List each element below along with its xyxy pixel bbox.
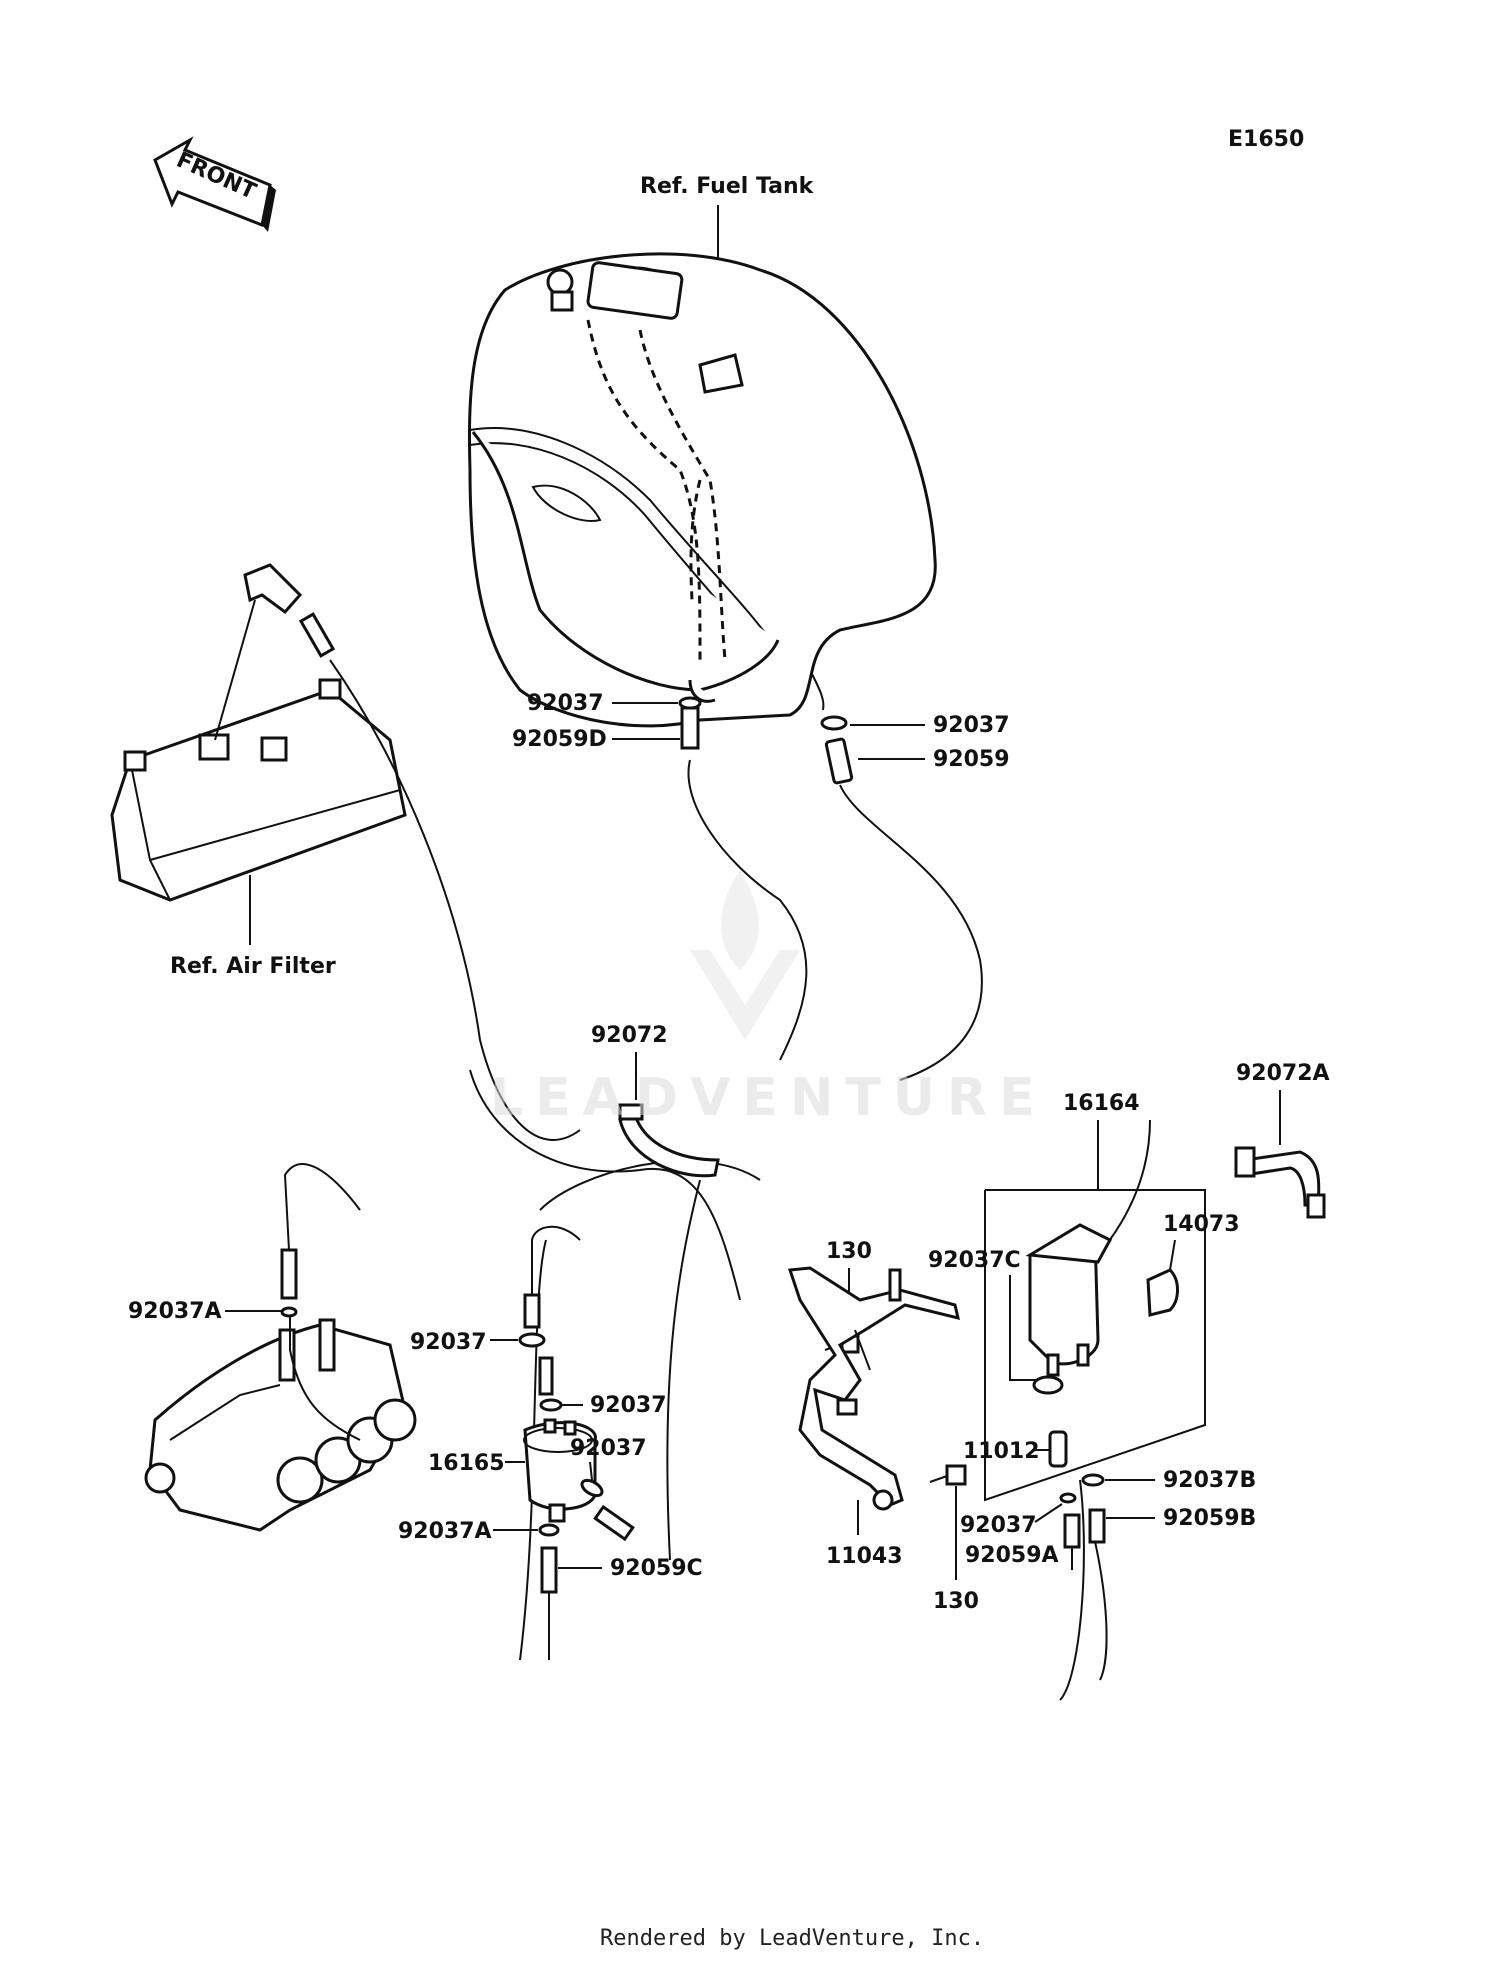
label-92059d: 92059D	[512, 727, 607, 752]
label-92072: 92072	[591, 1023, 668, 1048]
label-92037a-left: 92037A	[128, 1299, 222, 1324]
frame-outline-left	[469, 1069, 741, 1301]
footer-credit: Rendered by LeadVenture, Inc.	[600, 1926, 984, 1951]
bolt-130-bottom-icon	[929, 1464, 967, 1486]
clamp-92037a-pump-icon	[538, 1523, 560, 1537]
vent-hose	[329, 659, 581, 1141]
air-filter-drawing	[110, 563, 407, 902]
label-92037c: 92037C	[928, 1248, 1021, 1273]
label-92059a: 92059A	[965, 1543, 1059, 1568]
hose-right	[839, 784, 983, 1081]
diagram-code: E1650	[1228, 127, 1304, 152]
label-92037-canister: 92037	[960, 1513, 1037, 1538]
clamp-92037b-icon	[1081, 1473, 1105, 1487]
clamp-92037-pump-mid-icon	[539, 1398, 563, 1412]
fuel-pump-16165-icon	[523, 1418, 597, 1523]
watermark-text: LEADVENTURE	[490, 1068, 1047, 1128]
hose-pump-side-icon	[593, 1504, 635, 1542]
front-arrow-icon: FRONT	[153, 136, 276, 232]
watermark-logo: LEADVENTURE	[490, 870, 1047, 1128]
label-130-top: 130	[826, 1239, 872, 1264]
label-130-bottom: 130	[933, 1589, 979, 1614]
label-92037b: 92037B	[1163, 1468, 1256, 1493]
clamp-92037c-icon	[1032, 1375, 1064, 1395]
ref-fuel-tank-label: Ref. Fuel Tank	[640, 174, 815, 199]
hose-92059c-icon	[540, 1546, 558, 1594]
fuel-tank-drawing	[467, 252, 937, 728]
label-92037-tank-left: 92037	[527, 691, 604, 716]
canister-16164-icon	[1025, 1223, 1113, 1377]
bracket-11043-icon	[787, 1266, 961, 1511]
label-92037-pump-mid: 92037	[590, 1393, 667, 1418]
hose-pump-top-icon	[523, 1293, 541, 1329]
clamp-92072-icon	[618, 1103, 720, 1178]
hose-92059b-icon	[1088, 1508, 1106, 1544]
hose-92037a-left-icon	[280, 1248, 298, 1300]
elbow-fitting-icon	[243, 563, 303, 615]
clamp-92037-pump-top-icon	[518, 1332, 546, 1348]
label-92059: 92059	[933, 747, 1010, 772]
label-16165: 16165	[428, 1451, 505, 1476]
strap-92072a-icon	[1234, 1146, 1326, 1219]
hose-92059a-icon	[1063, 1513, 1081, 1549]
hose-left	[687, 759, 808, 1061]
label-11043: 11043	[826, 1544, 903, 1569]
clamp-92037-canister-icon	[1059, 1492, 1077, 1504]
intake-manifold-drawing	[144, 1318, 417, 1532]
label-92059b: 92059B	[1163, 1506, 1256, 1531]
clamp-92037-pump-side-icon	[580, 1478, 604, 1498]
label-92037a-pump: 92037A	[398, 1519, 492, 1544]
label-11012: 11012	[963, 1439, 1040, 1464]
canister-kit-box	[984, 1189, 1206, 1502]
label-92037-pump-side: 92037	[570, 1436, 647, 1461]
label-92072a: 92072A	[1236, 1061, 1330, 1086]
label-92059c: 92059C	[610, 1556, 703, 1581]
label-92037-tank-right: 92037	[933, 713, 1010, 738]
hose-11012-icon	[1048, 1430, 1068, 1468]
tank-left-fitting	[678, 696, 702, 750]
hose-pump-mid-icon	[538, 1356, 554, 1396]
label-14073: 14073	[1163, 1212, 1240, 1237]
tank-right-fitting	[820, 715, 854, 785]
bracket-14073-icon	[1146, 1268, 1179, 1317]
label-92037-pump-top: 92037	[410, 1330, 487, 1355]
ref-air-filter-label: Ref. Air Filter	[170, 954, 336, 979]
label-16164: 16164	[1063, 1091, 1140, 1116]
